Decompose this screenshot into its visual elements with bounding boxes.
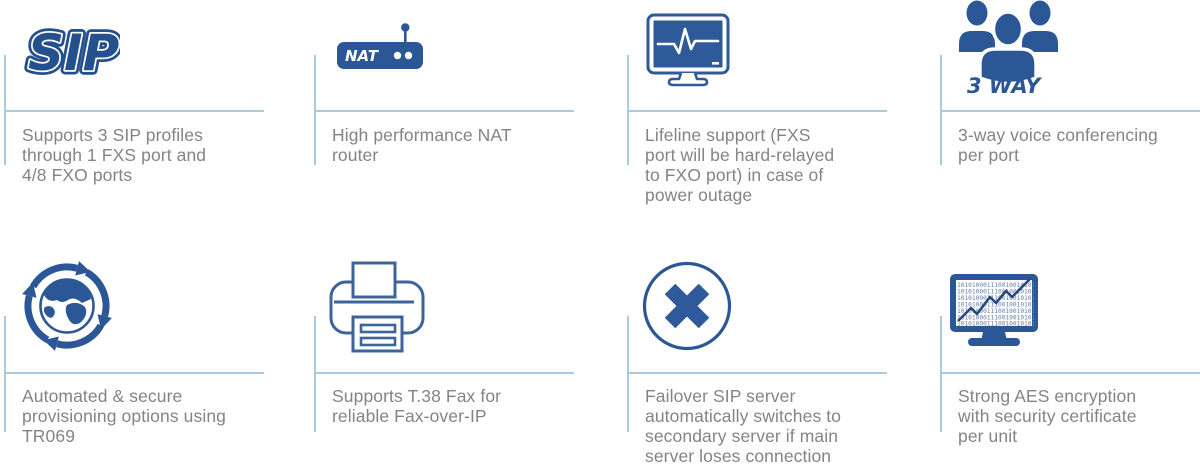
binary-row: 101010001110010010101 (957, 308, 1036, 315)
divider-horizontal (4, 110, 264, 112)
failover-x-circle-icon (641, 260, 733, 352)
divider-vertical (940, 316, 942, 432)
three-way-label: 3 WAY (967, 74, 1042, 96)
divider-vertical (314, 316, 316, 432)
feature-description: Automated & secure provisioning options … (22, 386, 226, 446)
feature-tile-sip-profiles: SIP SIP Supports 3 SIP profiles through … (4, 0, 304, 230)
binary-row: 101010001110010010101 (957, 289, 1036, 296)
binary-row: 101010001110010010101 (957, 282, 1036, 289)
feature-description: Strong AES encryption with security cert… (958, 386, 1137, 446)
divider-horizontal (314, 110, 574, 112)
divider-horizontal (940, 372, 1200, 374)
sip-logo-text: SIP (28, 24, 119, 80)
nat-label: NAT (345, 47, 380, 65)
sip-logo-icon: SIP SIP (24, 12, 120, 81)
binary-row: 101010001110010010101 (957, 315, 1036, 322)
feature-tile-lifeline: Lifeline support (FXS port will be hard-… (627, 0, 927, 230)
feature-description: Failover SIP server automatically switch… (645, 386, 842, 466)
binary-row: 101010001110010010101 (957, 302, 1036, 309)
divider-horizontal (314, 372, 574, 374)
lifeline-monitor-icon (643, 11, 735, 91)
divider-vertical (627, 316, 629, 432)
divider-vertical (4, 316, 6, 432)
feature-tile-three-way: 3 WAY 3-way voice conferencing per port (940, 0, 1200, 230)
feature-description: High performance NAT router (332, 125, 512, 165)
binary-row: 101010001110010010101 (957, 295, 1036, 302)
divider-horizontal (940, 110, 1200, 112)
feature-tile-aes-encryption: 101010001110010010101 101010001110010010… (940, 255, 1200, 469)
feature-tile-nat-router: NAT High performance NAT router (314, 0, 614, 230)
feature-description: Supports 3 SIP profiles through 1 FXS po… (22, 125, 207, 185)
feature-tile-provisioning: Automated & secure provisioning options … (4, 255, 304, 469)
feature-tile-failover: Failover SIP server automatically switch… (627, 255, 927, 469)
binary-row: 101010001110010010101 (957, 321, 1036, 328)
divider-horizontal (4, 372, 264, 374)
feature-tile-t38-fax: Supports T.38 Fax for reliable Fax-over-… (314, 255, 614, 469)
divider-horizontal (627, 110, 887, 112)
fax-printer-icon (322, 255, 426, 355)
sip-logo-outline: SIP (28, 24, 119, 80)
feature-description: Lifeline support (FXS port will be hard-… (645, 125, 835, 205)
three-way-conference-icon: 3 WAY (952, 0, 1064, 96)
divider-horizontal (627, 372, 887, 374)
globe-sync-icon (19, 258, 115, 354)
nat-router-icon: NAT (334, 19, 426, 69)
feature-description: Supports T.38 Fax for reliable Fax-over-… (332, 386, 502, 426)
encryption-monitor-icon: 101010001110010010101 101010001110010010… (944, 271, 1044, 351)
feature-description: 3-way voice conferencing per port (958, 125, 1158, 165)
